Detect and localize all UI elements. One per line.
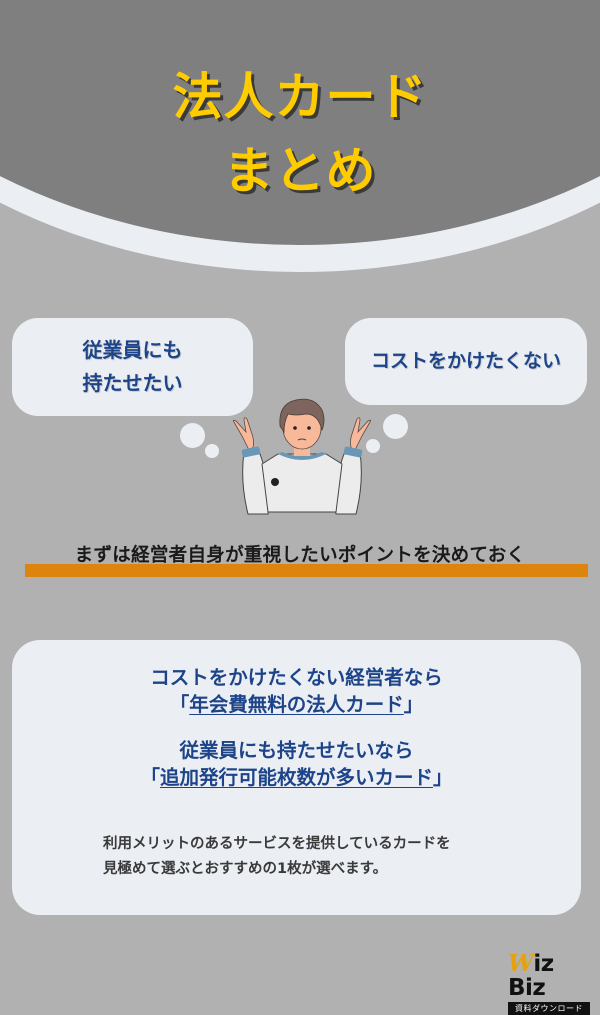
confused-person-illustration — [232, 398, 372, 515]
logo-wordmark: Wiz Biz — [508, 950, 590, 1001]
recommendation-cost: コストをかけたくない経営者なら 「年会費無料の法人カード」 — [12, 664, 581, 718]
bracket-close: 」 — [433, 766, 453, 789]
thought-dot-right-large — [383, 414, 408, 439]
thought-bubble-cost: コストをかけたくない — [345, 318, 587, 405]
bracket-open: 「 — [140, 766, 160, 789]
bracket-open: 「 — [169, 693, 190, 716]
title-line-1: 法人カード — [172, 68, 428, 126]
logo-subtitle: 資料ダウンロード — [508, 1002, 590, 1015]
recommendation-condition: 従業員にも持たせたいなら — [179, 739, 414, 762]
thought-dot-left-small — [205, 444, 219, 458]
recommendation-link-additional-cards[interactable]: 追加発行可能枚数が多いカード — [159, 766, 433, 789]
recommendation-card-type-line: 「追加発行可能枚数が多いカード」 — [12, 764, 581, 791]
header-arc-background — [0, 0, 600, 245]
thought-bubble-employees: 従業員にも 持たせたい — [12, 318, 253, 416]
thought-dot-left-large — [180, 423, 205, 448]
recommendation-link-free-annual-fee[interactable]: 年会費無料の法人カード — [189, 693, 404, 716]
advice-note: 利用メリットのあるサービスを提供しているカードを 見極めて選ぶとおすすめの1枚が… — [103, 832, 543, 882]
recommendation-card-type-line: 「年会費無料の法人カード」 — [12, 691, 581, 718]
thought-left-line-1: 従業員にも — [82, 338, 183, 362]
logo-w-letter: W — [508, 950, 534, 977]
key-point-text: まずは経営者自身が重視したいポイントを決めておく — [74, 545, 526, 566]
thought-dot-right-small — [366, 439, 380, 453]
wizbiz-logo: Wiz Biz 資料ダウンロード — [508, 952, 590, 1015]
thought-right-text: コストをかけたくない — [370, 350, 561, 372]
thought-left-line-2: 持たせたい — [82, 371, 183, 395]
advice-note-line-1: 利用メリットのあるサービスを提供しているカードを — [103, 836, 451, 852]
advice-note-line-2: 見極めて選ぶとおすすめの1枚が選べます。 — [103, 861, 388, 877]
recommendation-employees: 従業員にも持たせたいなら 「追加発行可能枚数が多いカード」 — [12, 737, 581, 791]
recommendation-condition: コストをかけたくない経営者なら — [150, 666, 443, 689]
title-line-2: まとめ — [223, 142, 377, 200]
logo-rest: iz Biz — [508, 951, 554, 1001]
page-title: 法人カード まとめ — [0, 60, 600, 208]
bracket-close: 」 — [403, 693, 424, 716]
recommendation-card: コストをかけたくない経営者なら 「年会費無料の法人カード」 従業員にも持たせたい… — [12, 640, 581, 915]
key-point-highlight-bar — [25, 564, 588, 577]
